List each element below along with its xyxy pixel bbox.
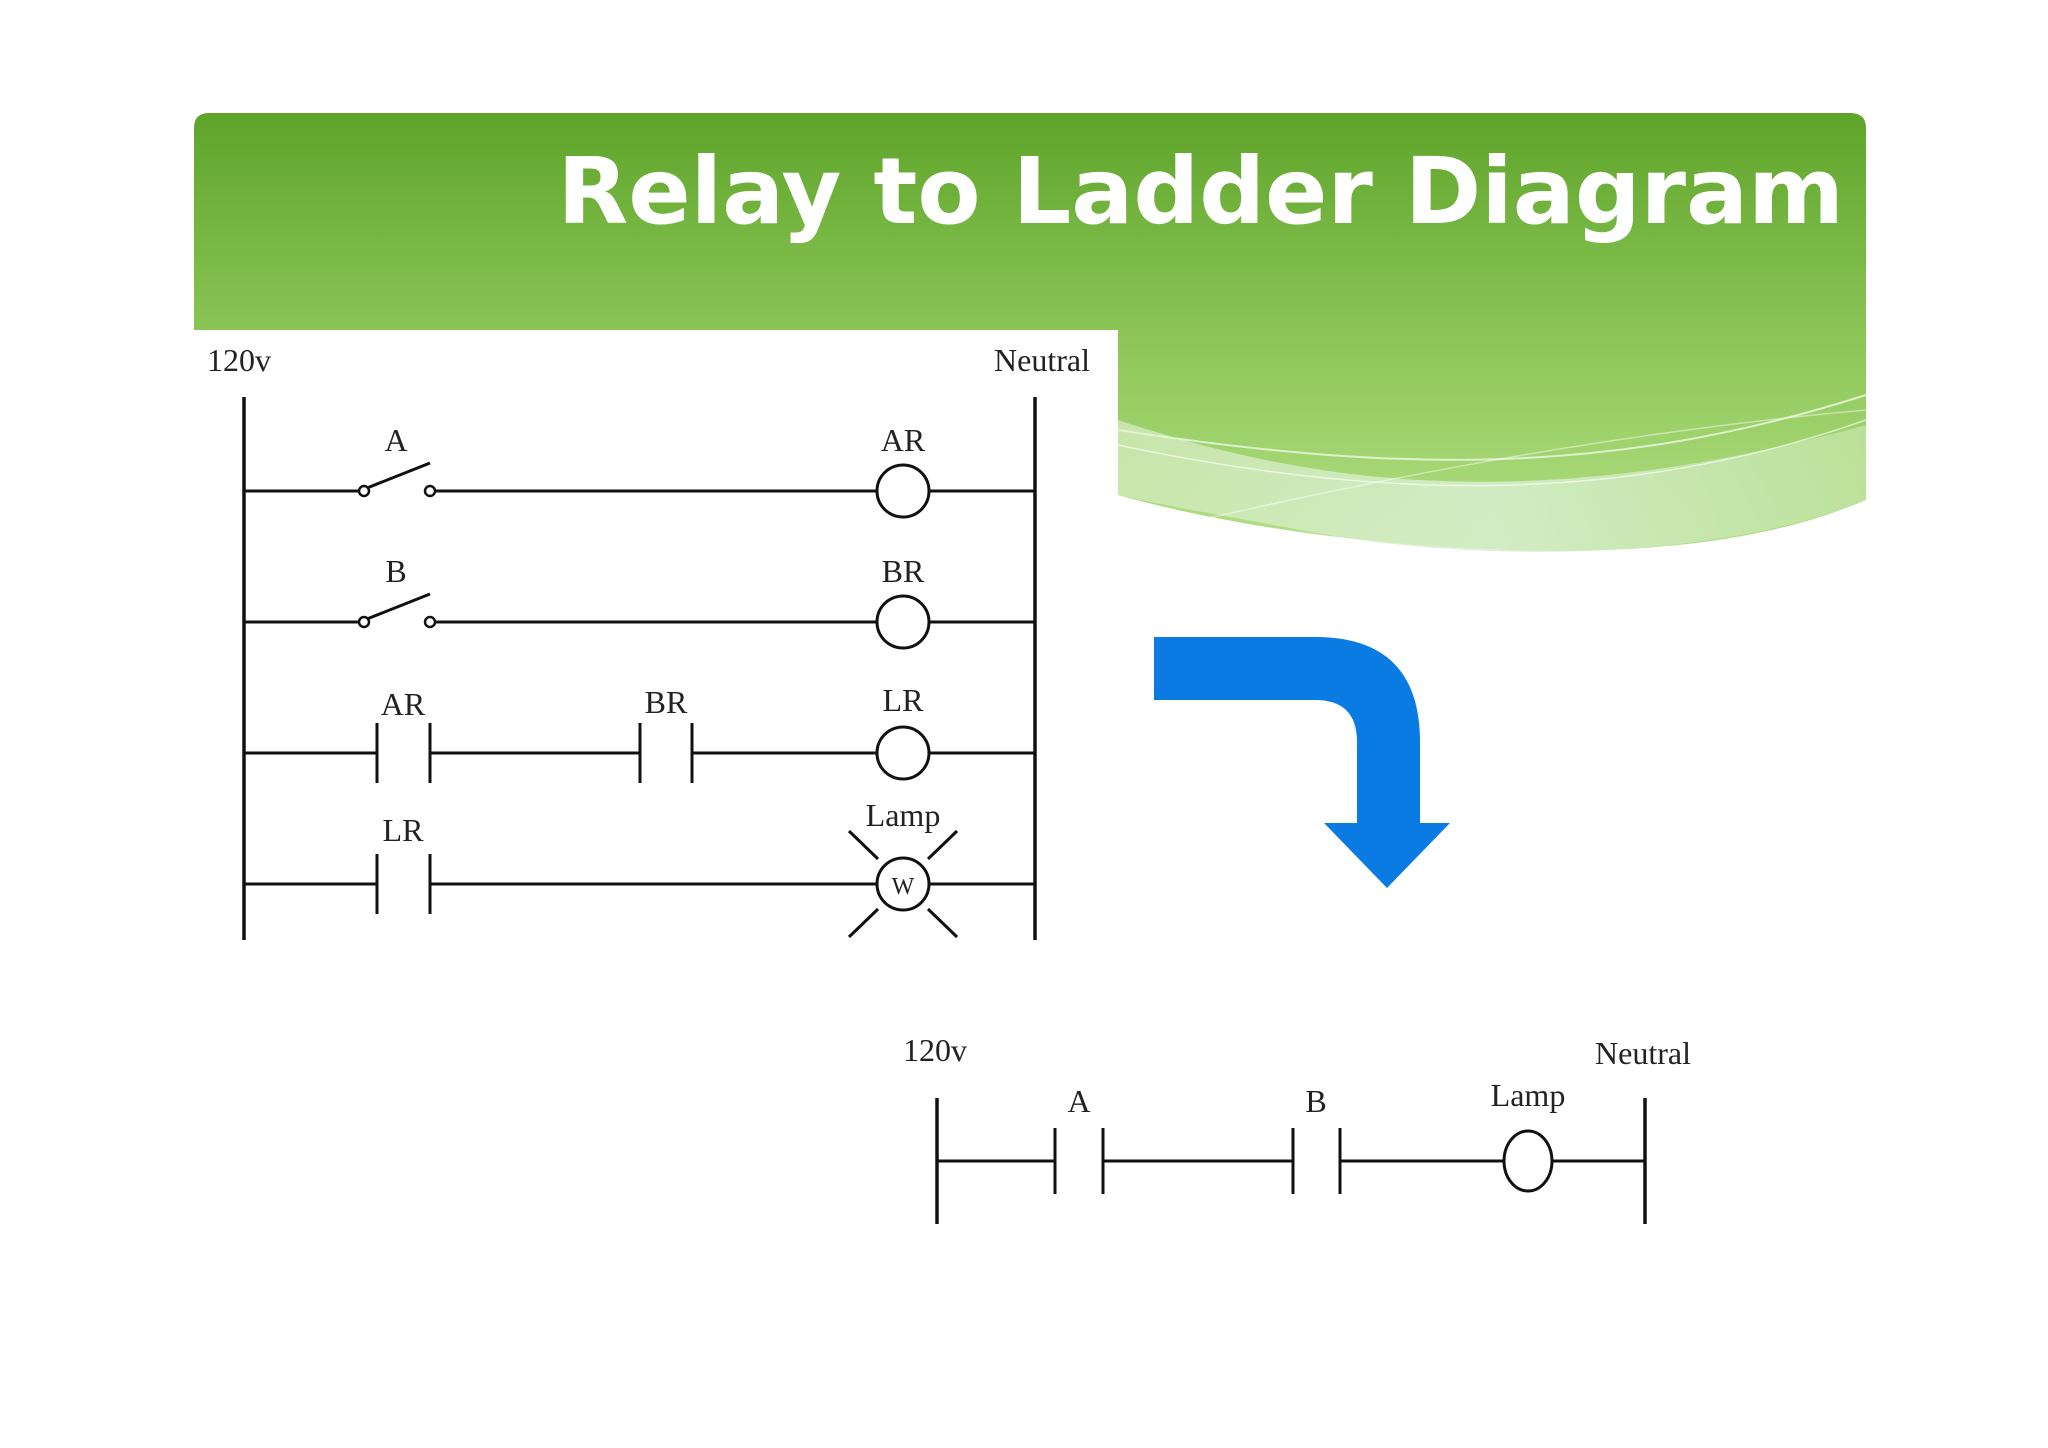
switch-terminal xyxy=(423,484,437,498)
rung-4-lamp-label: Lamp xyxy=(866,797,941,833)
relay-diagram: 120v Neutral A AR B BR xyxy=(194,330,1118,970)
relay-supply-label: 120v xyxy=(207,342,271,378)
ladder-coil-label: Lamp xyxy=(1491,1077,1566,1113)
rung-1-input-label: A xyxy=(384,422,407,458)
ladder-lamp-coil xyxy=(1502,1129,1554,1193)
relay-rung-3: AR BR LR xyxy=(244,682,1035,783)
relay-neutral-label: Neutral xyxy=(994,342,1090,378)
rung-3-coil-label: LR xyxy=(883,682,925,718)
rung-1-coil-label: AR xyxy=(881,422,926,458)
ladder-contact-a-label: A xyxy=(1067,1083,1090,1119)
rung-4-input-label: LR xyxy=(383,812,425,848)
switch-terminal xyxy=(423,615,437,629)
rung-3-input-label-2: BR xyxy=(645,684,688,720)
ladder-diagram: 120v Neutral A B Lamp xyxy=(903,1032,1691,1224)
relay-rung-4: W LR Lamp xyxy=(244,797,1035,939)
rung-2-input-label: B xyxy=(385,553,406,589)
page-title: Relay to Ladder Diagram xyxy=(557,138,1844,245)
switch-a-blade xyxy=(366,461,431,490)
ladder-contact-b-label: B xyxy=(1305,1083,1326,1119)
rung-2-coil-label: BR xyxy=(882,553,925,589)
lamp-icon: W xyxy=(847,829,959,939)
ladder-neutral-label: Neutral xyxy=(1595,1035,1691,1071)
switch-b-blade xyxy=(366,592,431,621)
lamp-symbol: W xyxy=(892,874,915,900)
relay-rung-2: B BR xyxy=(244,553,1035,650)
ladder-supply-label: 120v xyxy=(903,1032,967,1068)
relay-rung-1: A AR xyxy=(244,422,1035,519)
switch-terminal xyxy=(357,484,371,498)
relay-diagram-panel xyxy=(194,330,1118,970)
switch-terminal xyxy=(357,615,371,629)
rung-3-input-label-1: AR xyxy=(381,686,426,722)
curved-down-arrow-icon xyxy=(1154,637,1450,888)
